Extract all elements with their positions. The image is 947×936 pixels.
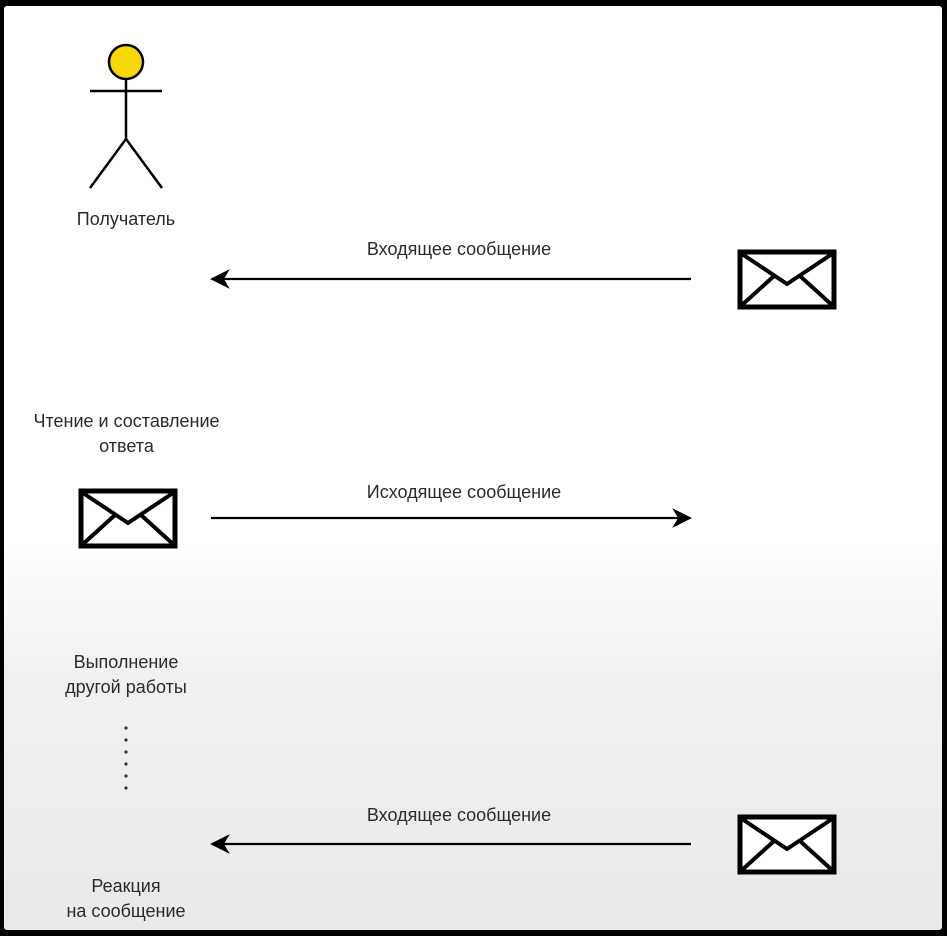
reaction-step-label: Реакция на сообщение bbox=[66, 876, 186, 921]
incoming-message-label-2: Входящее сообщение bbox=[366, 805, 552, 825]
read-and-reply-step-label: Чтение и составление ответа bbox=[33, 411, 220, 456]
diagram-graphics bbox=[78, 43, 837, 875]
incoming-message-label-1: Входящее сообщение bbox=[366, 239, 552, 259]
envelope-icon bbox=[78, 488, 178, 549]
envelope-icon bbox=[737, 814, 837, 875]
waiting-dots bbox=[124, 726, 128, 790]
envelope-icon bbox=[737, 249, 837, 310]
other-work-step-label: Выполнение другой работы bbox=[65, 652, 187, 697]
diagram-canvas: Получатель Входящее сообщение Чтение и с… bbox=[4, 6, 942, 930]
actor-stick-figure-icon bbox=[88, 43, 164, 189]
actor-head bbox=[107, 43, 145, 81]
actor-label: Получатель bbox=[76, 209, 176, 229]
outgoing-message-label: Исходящее сообщение bbox=[366, 482, 562, 502]
